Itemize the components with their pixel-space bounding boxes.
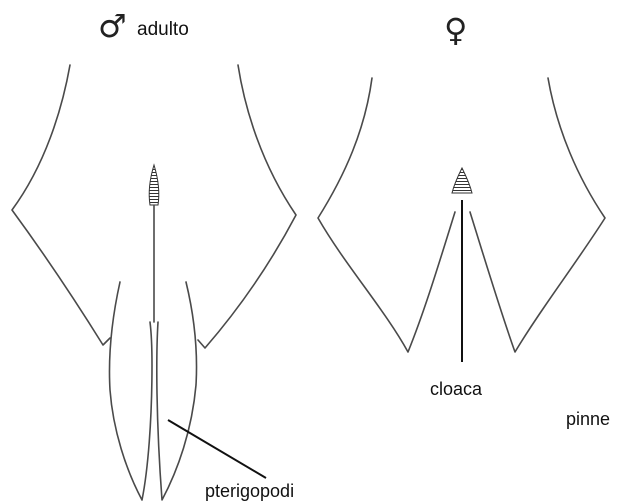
male-body xyxy=(12,65,296,500)
claspers-label: pterigopodi xyxy=(205,482,294,500)
cloaca-label: cloaca xyxy=(430,380,482,398)
female-right-fin-outline xyxy=(470,78,605,352)
male-right-fin-outline xyxy=(198,65,296,348)
left-clasper-outline xyxy=(109,282,152,500)
right-clasper-outline xyxy=(157,282,197,500)
female-cloaca xyxy=(452,168,472,193)
male-left-fin-outline xyxy=(12,65,110,345)
female-left-fin-outline xyxy=(318,78,455,352)
male-cloaca xyxy=(149,165,159,205)
fins-label: pinne xyxy=(566,410,610,428)
female-body xyxy=(318,78,605,362)
